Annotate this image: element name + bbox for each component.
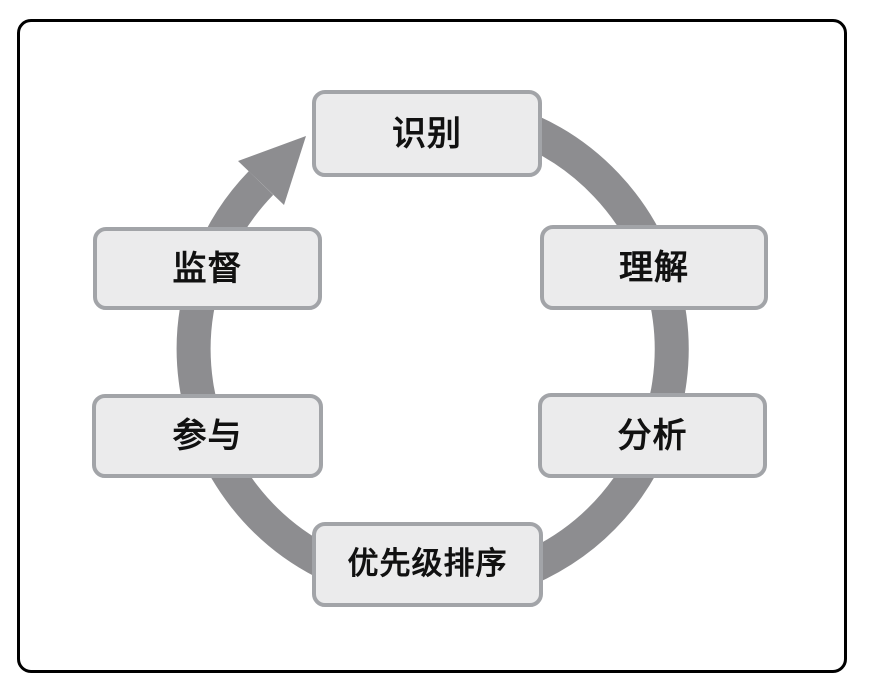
cycle-step-understand: 理解 <box>540 225 768 310</box>
cycle-step-label: 识别 <box>392 113 462 154</box>
cycle-arrowhead-icon <box>238 136 306 205</box>
cycle-step-prioritize: 优先级排序 <box>312 522 543 607</box>
cycle-step-identify: 识别 <box>312 90 542 177</box>
cycle-step-label: 理解 <box>619 247 689 288</box>
cycle-step-label: 分析 <box>617 415 688 456</box>
cycle-step-supervise: 监督 <box>93 227 322 310</box>
cycle-step-label: 监督 <box>172 248 243 289</box>
cycle-step-engage: 参与 <box>92 394 323 478</box>
cycle-step-analyze: 分析 <box>538 393 767 478</box>
diagram-frame <box>17 19 847 673</box>
cycle-step-label: 优先级排序 <box>347 546 508 582</box>
cycle-step-label: 参与 <box>172 416 243 456</box>
